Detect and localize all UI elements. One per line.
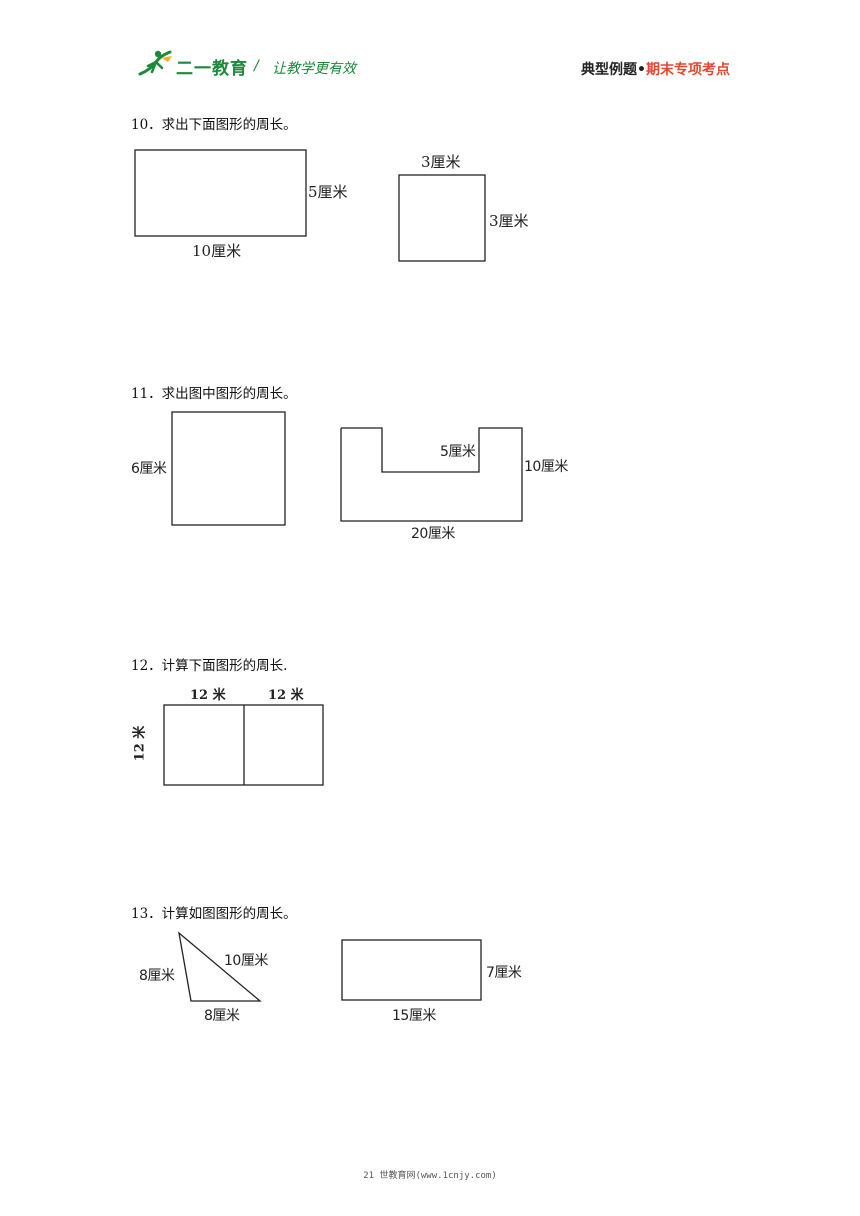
question-12-title: 12．计算下面图形的周长.: [131, 658, 288, 674]
q10-rect-height-label: 5厘米: [308, 183, 348, 201]
q12-two-squares: [163, 704, 324, 786]
header-category: 典型例题•期末专项考点: [581, 59, 730, 79]
q11-u-notch-label: 5厘米: [440, 444, 476, 460]
logo-slash: /: [254, 58, 259, 74]
q11-u-height-label: 10厘米: [524, 459, 568, 475]
q12-top-left-label: 12 米: [190, 688, 226, 703]
logo-slogan: 让教学更有效: [272, 61, 356, 77]
page-footer: 21 世教育网(www.1cnjy.com): [363, 1171, 497, 1181]
q10-rectangle: [134, 149, 307, 237]
q10-square-top-label: 3厘米: [421, 153, 461, 171]
header-category-main: 典型例题•: [581, 62, 646, 78]
q11-u-width-label: 20厘米: [411, 526, 455, 542]
logo-runner-icon: [138, 50, 172, 76]
q12-left-label: 12 米: [132, 725, 148, 762]
q13-triangle-bottom-label: 8厘米: [204, 1008, 240, 1024]
q11-u-shape: [340, 427, 523, 522]
q13-triangle-hypotenuse-label: 10厘米: [224, 953, 268, 969]
question-10-title: 10．求出下面图形的周长。: [131, 117, 297, 133]
q13-triangle: [178, 931, 262, 1002]
q12-top-right-label: 12 米: [268, 688, 304, 703]
q13-rect-width-label: 15厘米: [392, 1008, 436, 1024]
logo-text: 二一教育: [176, 59, 248, 79]
q13-rect-height-label: 7厘米: [486, 965, 522, 981]
q10-square-right-label: 3厘米: [489, 212, 529, 230]
header-category-accent: 期末专项考点: [646, 62, 730, 78]
q10-square: [398, 174, 486, 262]
q13-rectangle: [341, 939, 482, 1001]
q13-triangle-left-label: 8厘米: [139, 968, 175, 984]
q11-square-side-label: 6厘米: [131, 461, 167, 477]
q11-square: [171, 411, 286, 526]
question-11-title: 11．求出图中图形的周长。: [131, 386, 297, 402]
question-13-title: 13．计算如图图形的周长。: [131, 906, 297, 922]
q10-rect-width-label: 10厘米: [192, 242, 242, 260]
